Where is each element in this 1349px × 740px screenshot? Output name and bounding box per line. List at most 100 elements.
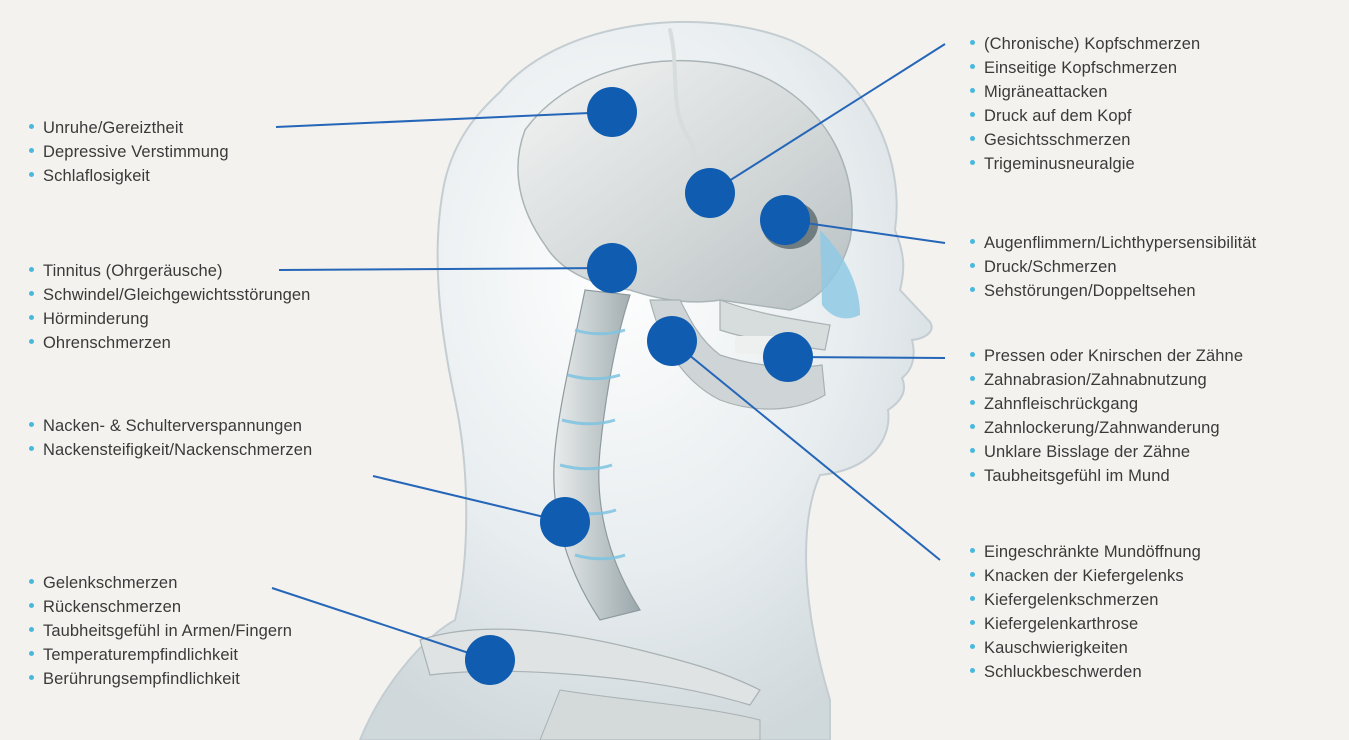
symptom-item: Berührungsempfindlichkeit bbox=[29, 667, 292, 691]
marker-teeth bbox=[763, 332, 813, 382]
marker-head bbox=[685, 168, 735, 218]
symptom-text: Druck auf dem Kopf bbox=[984, 107, 1132, 125]
bullet-dot bbox=[970, 263, 975, 268]
bullet-dot bbox=[970, 88, 975, 93]
symptom-text: Knacken der Kiefergelenks bbox=[984, 567, 1184, 585]
marker-eye bbox=[760, 195, 810, 245]
symptom-text: Druck/Schmerzen bbox=[984, 258, 1117, 276]
symptom-item: Gesichtsschmerzen bbox=[970, 128, 1200, 152]
symptom-item: Unklare Bisslage der Zähne bbox=[970, 440, 1243, 464]
bullet-dot bbox=[29, 315, 34, 320]
symptom-list-psyche: Unruhe/GereiztheitDepressive Verstimmung… bbox=[29, 116, 229, 188]
bullet-dot bbox=[29, 603, 34, 608]
symptom-text: Temperaturempfindlichkeit bbox=[43, 646, 238, 664]
symptom-item: Schwindel/Gleichgewichtsstörungen bbox=[29, 283, 310, 307]
bullet-dot bbox=[970, 239, 975, 244]
symptom-item: Ohrenschmerzen bbox=[29, 331, 310, 355]
bullet-dot bbox=[970, 352, 975, 357]
symptom-item: Tinnitus (Ohrgeräusche) bbox=[29, 259, 310, 283]
symptom-item: Taubheitsgefühl in Armen/Fingern bbox=[29, 619, 292, 643]
symptom-text: Gelenkschmerzen bbox=[43, 574, 177, 592]
symptom-item: Zahnabrasion/Zahnabnutzung bbox=[970, 368, 1243, 392]
symptom-item: Unruhe/Gereiztheit bbox=[29, 116, 229, 140]
symptom-item: Trigeminusneuralgie bbox=[970, 152, 1200, 176]
bullet-dot bbox=[970, 572, 975, 577]
bullet-dot bbox=[29, 172, 34, 177]
symptom-list-body: GelenkschmerzenRückenschmerzenTaubheitsg… bbox=[29, 571, 292, 691]
symptom-item: Druck/Schmerzen bbox=[970, 255, 1256, 279]
symptom-item: Eingeschränkte Mundöffnung bbox=[970, 540, 1201, 564]
bullet-dot bbox=[29, 422, 34, 427]
bullet-dot bbox=[970, 472, 975, 477]
symptom-text: Rückenschmerzen bbox=[43, 598, 181, 616]
bullet-dot bbox=[970, 40, 975, 45]
bullet-dot bbox=[970, 596, 975, 601]
symptom-item: Pressen oder Knirschen der Zähne bbox=[970, 344, 1243, 368]
symptom-list-jaw: Eingeschränkte MundöffnungKnacken der Ki… bbox=[970, 540, 1201, 684]
symptom-item: Augenflimmern/Lichthypersensibilität bbox=[970, 231, 1256, 255]
symptom-text: Pressen oder Knirschen der Zähne bbox=[984, 347, 1243, 365]
symptom-text: Zahnlockerung/Zahnwanderung bbox=[984, 419, 1220, 437]
symptom-text: Migräneattacken bbox=[984, 83, 1108, 101]
symptom-item: Schlaflosigkeit bbox=[29, 164, 229, 188]
symptom-text: Kiefergelenkschmerzen bbox=[984, 591, 1159, 609]
symptom-item: Nacken- & Schulterverspannungen bbox=[29, 414, 312, 438]
symptom-text: Kauschwierigkeiten bbox=[984, 639, 1128, 657]
symptom-item: Sehstörungen/Doppeltsehen bbox=[970, 279, 1256, 303]
symptom-item: Zahnfleischrückgang bbox=[970, 392, 1243, 416]
symptom-text: Kiefergelenkarthrose bbox=[984, 615, 1138, 633]
symptom-text: (Chronische) Kopfschmerzen bbox=[984, 35, 1200, 53]
symptom-text: Unruhe/Gereiztheit bbox=[43, 119, 183, 137]
bullet-dot bbox=[970, 644, 975, 649]
symptom-item: Taubheitsgefühl im Mund bbox=[970, 464, 1243, 488]
bullet-dot bbox=[29, 148, 34, 153]
symptom-item: (Chronische) Kopfschmerzen bbox=[970, 32, 1200, 56]
bullet-dot bbox=[970, 112, 975, 117]
symptom-text: Zahnfleischrückgang bbox=[984, 395, 1138, 413]
symptom-item: Rückenschmerzen bbox=[29, 595, 292, 619]
bullet-dot bbox=[970, 376, 975, 381]
bullet-dot bbox=[970, 424, 975, 429]
symptom-list-ear: Tinnitus (Ohrgeräusche) Schwindel/Gleichg… bbox=[29, 259, 310, 355]
symptom-item: Kiefergelenkschmerzen bbox=[970, 588, 1201, 612]
symptom-text: Einseitige Kopfschmerzen bbox=[984, 59, 1177, 77]
bullet-dot bbox=[29, 446, 34, 451]
bullet-dot bbox=[970, 400, 975, 405]
symptom-text: Taubheitsgefühl in Armen/Fingern bbox=[43, 622, 292, 640]
marker-body bbox=[465, 635, 515, 685]
symptom-text: Zahnabrasion/Zahnabnutzung bbox=[984, 371, 1207, 389]
bullet-dot bbox=[29, 579, 34, 584]
bullet-dot bbox=[29, 267, 34, 272]
marker-ear bbox=[587, 243, 637, 293]
bullet-dot bbox=[970, 287, 975, 292]
symptom-item: Kiefergelenkarthrose bbox=[970, 612, 1201, 636]
symptom-item: Depressive Verstimmung bbox=[29, 140, 229, 164]
symptom-text: Augenflimmern/Lichthypersensibilität bbox=[984, 234, 1256, 252]
symptom-text: Schlaflosigkeit bbox=[43, 167, 150, 185]
bullet-dot bbox=[29, 124, 34, 129]
symptom-text: Schluckbeschwerden bbox=[984, 663, 1142, 681]
symptom-list-head: (Chronische) KopfschmerzenEinseitige Kop… bbox=[970, 32, 1200, 176]
symptom-text: Hörminderung bbox=[43, 310, 149, 328]
symptom-item: Knacken der Kiefergelenks bbox=[970, 564, 1201, 588]
symptom-item: Einseitige Kopfschmerzen bbox=[970, 56, 1200, 80]
symptom-text: Nacken- & Schulterverspannungen bbox=[43, 417, 302, 435]
bullet-dot bbox=[29, 291, 34, 296]
symptom-list-neck: Nacken- & SchulterverspannungenNackenste… bbox=[29, 414, 312, 462]
symptom-item: Nackensteifigkeit/Nackenschmerzen bbox=[29, 438, 312, 462]
symptom-text: Taubheitsgefühl im Mund bbox=[984, 467, 1170, 485]
symptom-item: Temperaturempfindlichkeit bbox=[29, 643, 292, 667]
symptom-text: Depressive Verstimmung bbox=[43, 143, 229, 161]
marker-neck bbox=[540, 497, 590, 547]
bullet-dot bbox=[970, 64, 975, 69]
symptom-text: Tinnitus (Ohrgeräusche) bbox=[43, 262, 223, 280]
bullet-dot bbox=[970, 160, 975, 165]
symptom-text: Eingeschränkte Mundöffnung bbox=[984, 543, 1201, 561]
symptom-text: Trigeminusneuralgie bbox=[984, 155, 1135, 173]
symptom-text: Berührungsempfindlichkeit bbox=[43, 670, 240, 688]
marker-jaw bbox=[647, 316, 697, 366]
bullet-dot bbox=[29, 675, 34, 680]
bullet-dot bbox=[970, 620, 975, 625]
symptom-item: Hörminderung bbox=[29, 307, 310, 331]
